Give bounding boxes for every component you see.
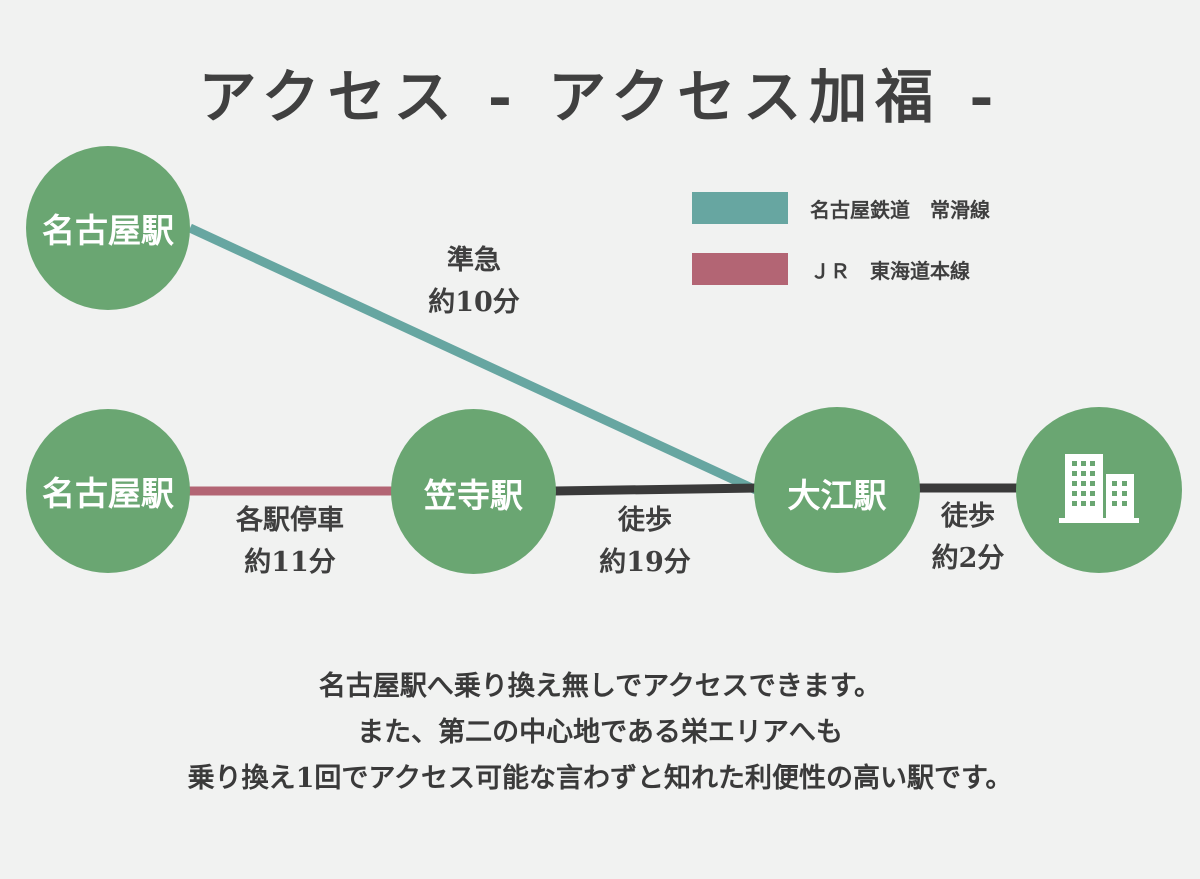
segment-label-walk-kasadera-oe: 徒歩 約19分	[565, 500, 725, 584]
description-line: また、第二の中心地である栄エリアへも	[357, 717, 843, 748]
station-label: 笠寺駅	[424, 476, 523, 515]
segment-type: 徒歩	[941, 501, 995, 532]
description-line: 名古屋駅へ乗り換え無しでアクセスできます。	[318, 671, 882, 702]
walk-line-kasadera-oe	[554, 483, 759, 496]
segment-type: 徒歩	[618, 505, 672, 536]
segment-type: 準急	[447, 245, 501, 276]
building-icon	[1059, 454, 1139, 523]
segment-time: 約10分	[428, 287, 520, 318]
station-label: 大江駅	[787, 476, 887, 515]
legend-item-jr: ＪＲ 東海道本線	[692, 253, 970, 285]
description: 名古屋駅へ乗り換え無しでアクセスできます。 また、第二の中心地である栄エリアへも…	[0, 664, 1200, 802]
segment-label-meitetsu: 準急 約10分	[394, 240, 554, 324]
segment-time: 約2分	[931, 543, 1005, 574]
legend-label: 名古屋鉄道 常滑線	[810, 197, 990, 222]
station-nagoya-jr: 名古屋駅	[26, 409, 190, 573]
segment-label-jr: 各駅停車 約11分	[210, 500, 370, 584]
legend-swatch	[692, 192, 788, 224]
station-kasadera: 笠寺駅	[391, 409, 556, 574]
segment-time: 約19分	[599, 547, 691, 578]
destination-building	[1016, 407, 1182, 573]
page-title: アクセス - アクセス加福 -	[198, 63, 1002, 131]
segment-type: 各駅停車	[236, 505, 344, 536]
station-label: 名古屋駅	[42, 474, 174, 513]
legend-label: ＪＲ 東海道本線	[810, 258, 970, 283]
segment-label-walk-oe-destination: 徒歩 約2分	[898, 496, 1038, 580]
legend-swatch	[692, 253, 788, 285]
legend-item-meitetsu: 名古屋鉄道 常滑線	[692, 192, 990, 224]
station-nagoya-meitetsu: 名古屋駅	[26, 146, 190, 310]
segment-time: 約11分	[244, 547, 336, 578]
description-line: 乗り換え1回でアクセス可能な言わずと知れた利便性の高い駅です。	[187, 763, 1013, 794]
meitetsu-line	[188, 223, 758, 495]
station-label: 名古屋駅	[42, 211, 174, 250]
station-oe: 大江駅	[754, 407, 920, 573]
